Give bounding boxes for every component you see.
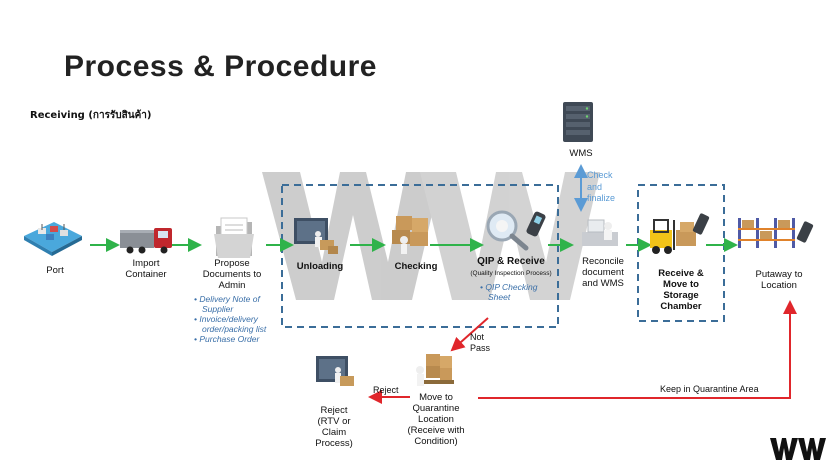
step-checking-label: Checking [394,261,438,272]
quarantine-line-5: Condition) [414,436,458,447]
quarantine-boxes-icon [416,354,454,386]
qip-note-cont: Sheet [488,292,511,302]
reconcile-line-1: Reconcile [582,256,624,267]
quarantine-line-2: Quarantine [412,403,460,414]
step-putaway-label: Putaway to Location [744,269,814,291]
reconcile-desk-icon [582,219,618,246]
checking-boxes-icon [392,216,428,254]
propose-line-3: Admin [218,280,246,291]
not-pass-line-2: Pass [470,343,491,353]
page-title: Process & Procedure [64,50,377,83]
quarantine-line-3: Location [418,414,454,425]
forklift-icon [650,213,710,254]
reject-line-2: (RTV or [317,416,351,427]
reconcile-line-2: document [582,267,624,278]
propose-line-2: Documents to [202,269,262,280]
storage-rack-icon [738,218,814,248]
qip-note: • QIP Checking Sheet [480,282,560,302]
propose-note-item: • Delivery Note of [194,294,260,304]
section-subtitle: Receiving (การรับสินค้า) [30,110,152,121]
port-icon [24,222,82,256]
check-line-2: and [587,181,603,192]
propose-note-cont: order/packing list [202,324,267,334]
quarantine-line-4: (Receive with [407,425,465,436]
propose-line-1: Propose [214,258,250,269]
step-propose-label: Propose Documents to Admin [196,258,268,291]
arrow-keep-quarantine [478,300,797,399]
step-import-label: Import Container [116,258,176,280]
wm-logo-icon [770,438,826,460]
dashed-group-box [281,184,559,328]
arrow-not-pass [450,317,489,352]
step-reconcile-label: Reconcile document and WMS [570,256,636,289]
reject-flow-label: Reject [373,385,399,395]
propose-note-cont: Supplier [202,304,234,314]
step-qip-title: QIP & Receive [477,256,545,267]
truck-icon [120,228,172,254]
wms-label: WMS [569,148,593,159]
putaway-line-2: Location [761,280,797,291]
reject-line-4: Process) [315,438,353,449]
propose-note-item: • Invoice/delivery [194,314,258,324]
folder-icon [214,217,254,258]
receive-line-1: Receive & [658,268,704,279]
step-receive-label: Receive & Move to Storage Chamber [646,268,716,312]
unloading-icon [294,218,338,254]
receive-line-3: Storage [663,290,699,301]
import-line-1: Import [132,258,160,269]
qip-magnifier-icon [486,210,546,251]
not-pass-label: Not Pass [470,332,490,354]
reject-line-3: Claim [321,427,347,438]
check-finalize-note: Check and finalize [587,170,615,205]
reject-truck-icon [316,356,354,386]
wms-server-icon [563,102,593,142]
step-reject-label: Reject (RTV or Claim Process) [304,405,364,449]
step-qip-subtitle: (Quality Inspection Process) [470,270,552,277]
reconcile-line-3: and WMS [582,278,624,289]
propose-note-item: • Purchase Order [194,334,260,344]
keep-quarantine-label: Keep in Quarantine Area [660,384,759,394]
not-pass-line-1: Not [470,332,485,342]
receive-line-2: Move to [663,279,699,290]
putaway-line-1: Putaway to [755,269,803,280]
dashed-storage-box [637,184,725,322]
qip-note-item: • QIP Checking [480,282,538,292]
receive-line-4: Chamber [660,301,702,312]
step-unloading-label: Unloading [296,261,344,272]
import-line-2: Container [125,269,167,280]
check-line-3: finalize [587,193,616,203]
reject-line-1: Reject [320,405,348,416]
step-port-label: Port [46,265,64,276]
step-quarantine-label: Move to Quarantine Location (Receive wit… [398,392,474,447]
watermark-logo [262,172,600,300]
check-line-1: Check [587,170,613,180]
quarantine-line-1: Move to [419,392,453,403]
propose-notes: • Delivery Note of Supplier • Invoice/de… [194,294,284,344]
